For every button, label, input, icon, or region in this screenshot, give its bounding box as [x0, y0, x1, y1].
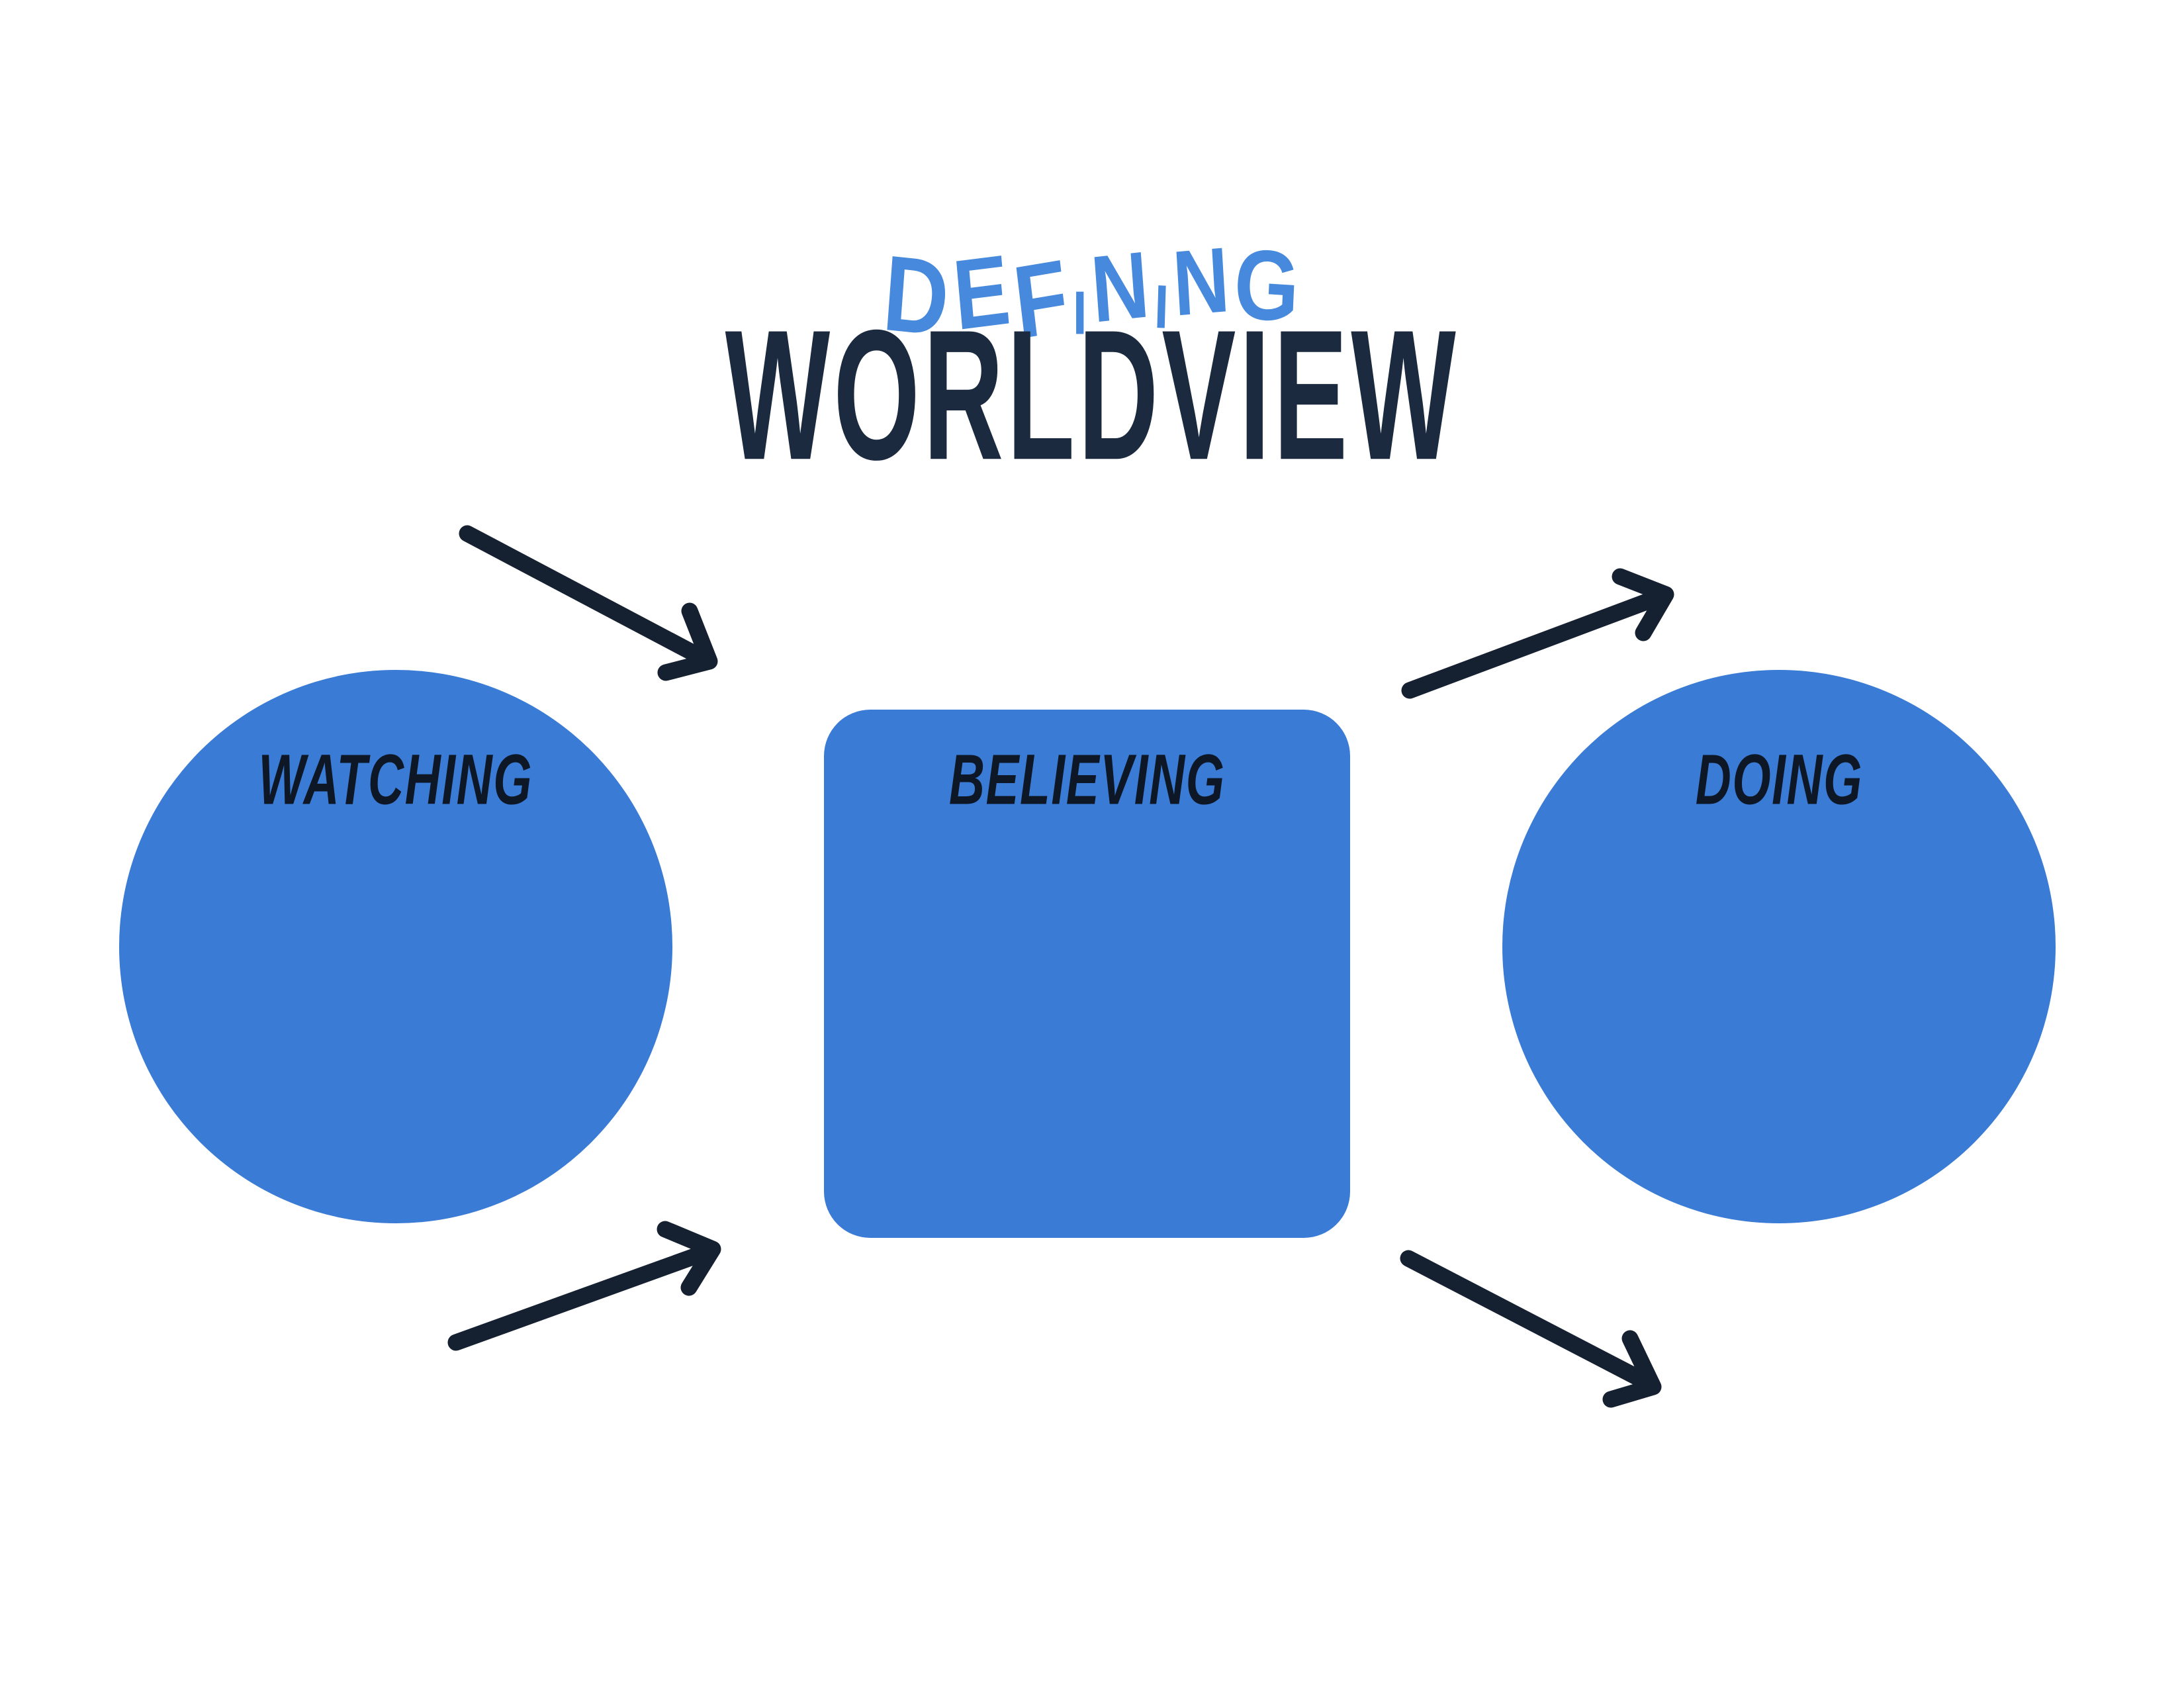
- node-doing-label-text: DOING: [1695, 740, 1863, 820]
- node-watching-label: WATCHING: [119, 744, 672, 816]
- arrow-watching-to-believing-bottom-icon: [447, 1221, 721, 1351]
- node-believing-label: BELIEVING: [824, 744, 1350, 816]
- node-watching-circle: WATCHING: [119, 670, 672, 1223]
- arrow-watching-to-believing-top-icon: [459, 525, 718, 681]
- node-watching-label-text: WATCHING: [258, 740, 533, 820]
- title-worldview: WORLDVIEW: [0, 303, 2184, 488]
- node-doing-circle: DOING: [1502, 670, 2056, 1223]
- node-doing-label: DOING: [1502, 744, 2056, 816]
- arrow-believing-to-doing-bottom-icon: [1400, 1250, 1662, 1408]
- arrow-believing-to-doing-top-icon: [1401, 568, 1674, 699]
- title-worldview-text: WORLDVIEW: [725, 292, 1459, 499]
- node-believing-label-text: BELIEVING: [948, 740, 1226, 820]
- node-believing-square: BELIEVING: [824, 710, 1350, 1238]
